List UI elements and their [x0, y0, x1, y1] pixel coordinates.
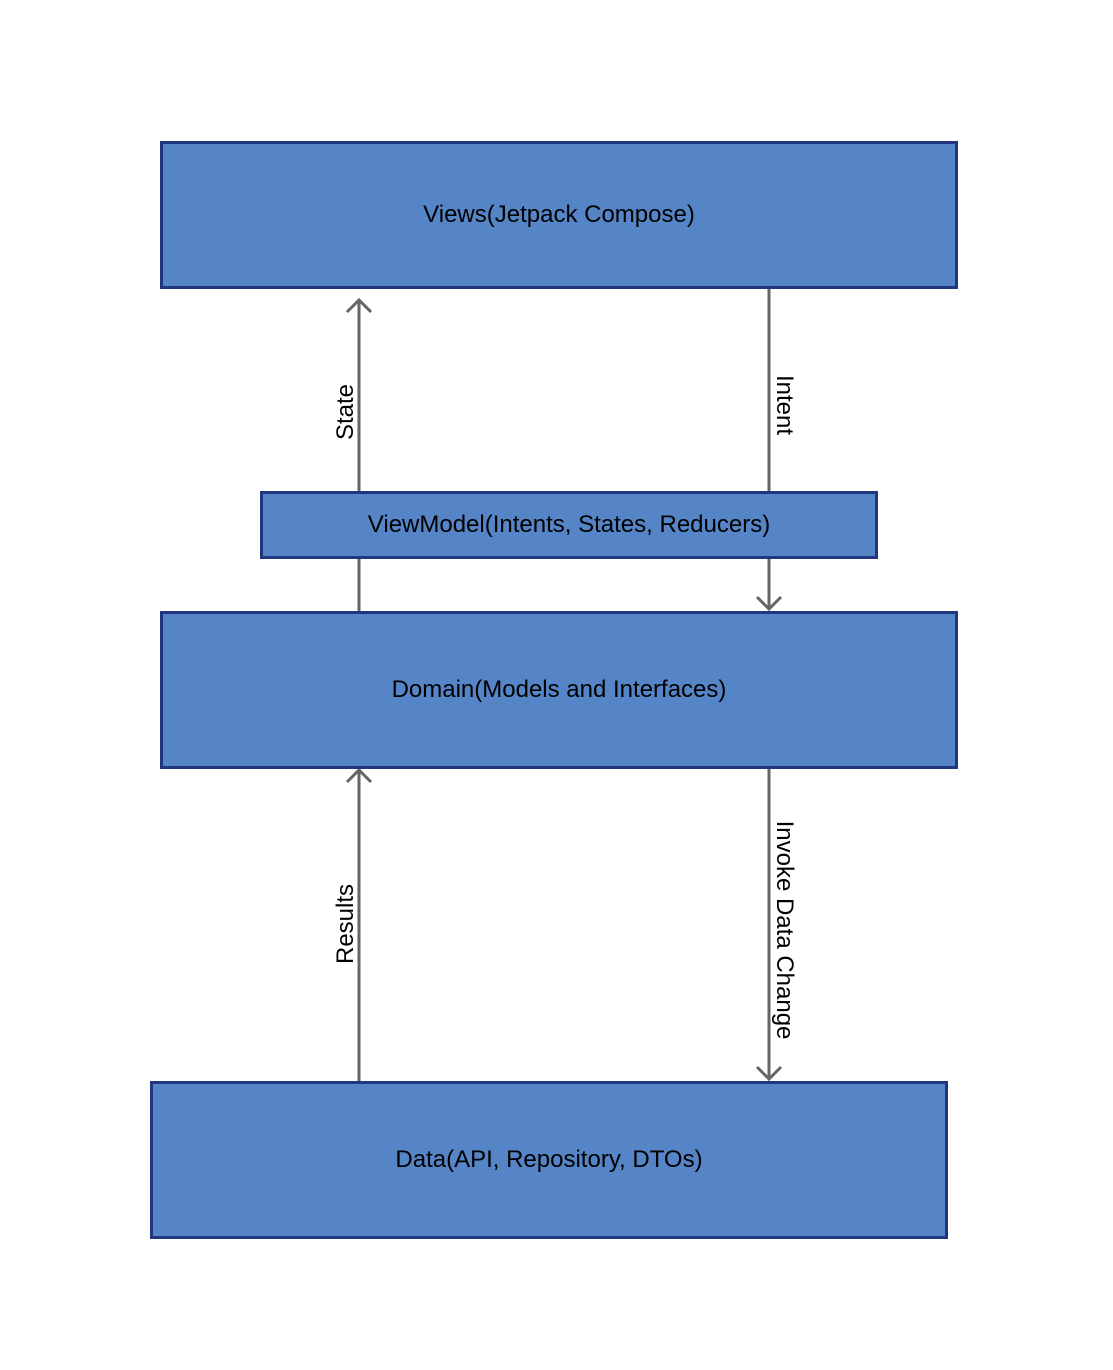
intent-arrowhead [755, 595, 783, 612]
data-box: Data(API, Repository, DTOs) [150, 1081, 948, 1239]
invoke-label: Invoke Data Change [771, 821, 798, 1040]
state-label: State [332, 384, 359, 440]
invoke-arrowhead [755, 1065, 783, 1082]
viewmodel-label: ViewModel(Intents, States, Reducers) [367, 511, 771, 538]
intent-label: Intent [771, 375, 798, 435]
domain-label: Domain(Models and Interfaces) [391, 676, 727, 703]
views-label: Views(Jetpack Compose) [423, 201, 695, 228]
results-arrowhead [345, 767, 373, 784]
state-arrowhead [345, 297, 373, 314]
viewmodel-box: ViewModel(Intents, States, Reducers) [260, 491, 878, 559]
domain-box: Domain(Models and Interfaces) [160, 611, 958, 769]
views-box: Views(Jetpack Compose) [160, 141, 958, 289]
data-label: Data(API, Repository, DTOs) [395, 1146, 703, 1173]
results-label: Results [332, 884, 359, 964]
